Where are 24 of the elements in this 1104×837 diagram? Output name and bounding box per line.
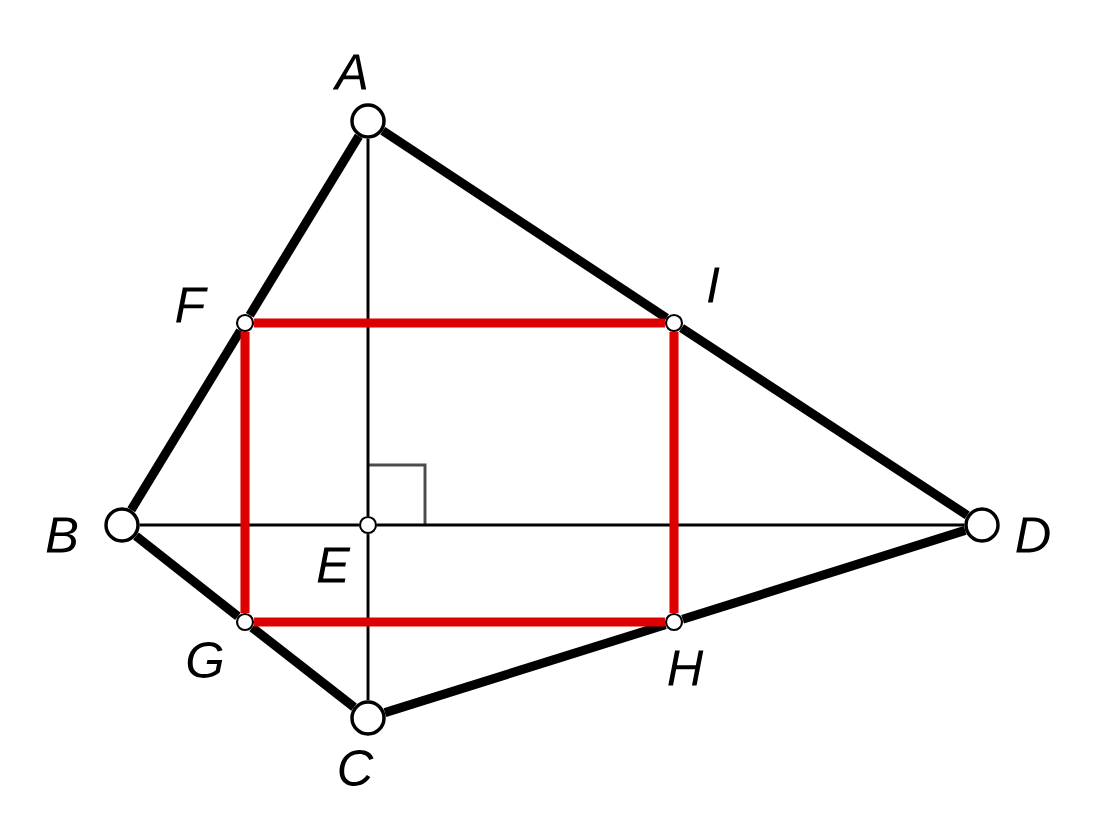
line-segment [377, 523, 965, 527]
line-segment [254, 318, 665, 328]
point-label: B [46, 517, 78, 553]
line-segment [681, 526, 967, 624]
line-segment [366, 534, 370, 701]
line-segment [240, 332, 250, 613]
line-segment [139, 523, 359, 527]
line-segment [245, 133, 363, 318]
point-label: A [332, 54, 367, 90]
point-label: C [339, 750, 374, 786]
line-segment [254, 617, 665, 627]
point-label: H [668, 650, 704, 686]
line-segment [380, 126, 669, 322]
line-segment [669, 332, 679, 613]
line-segment [133, 532, 241, 620]
point-label: I [707, 267, 720, 303]
line-segment [366, 138, 370, 516]
point-label: D [1016, 517, 1050, 553]
line-segment [679, 324, 970, 520]
line-segment [127, 328, 245, 513]
line-segment [249, 624, 357, 711]
point-label: E [317, 547, 351, 583]
point-label: F [176, 287, 208, 323]
point-label: G [187, 642, 223, 678]
